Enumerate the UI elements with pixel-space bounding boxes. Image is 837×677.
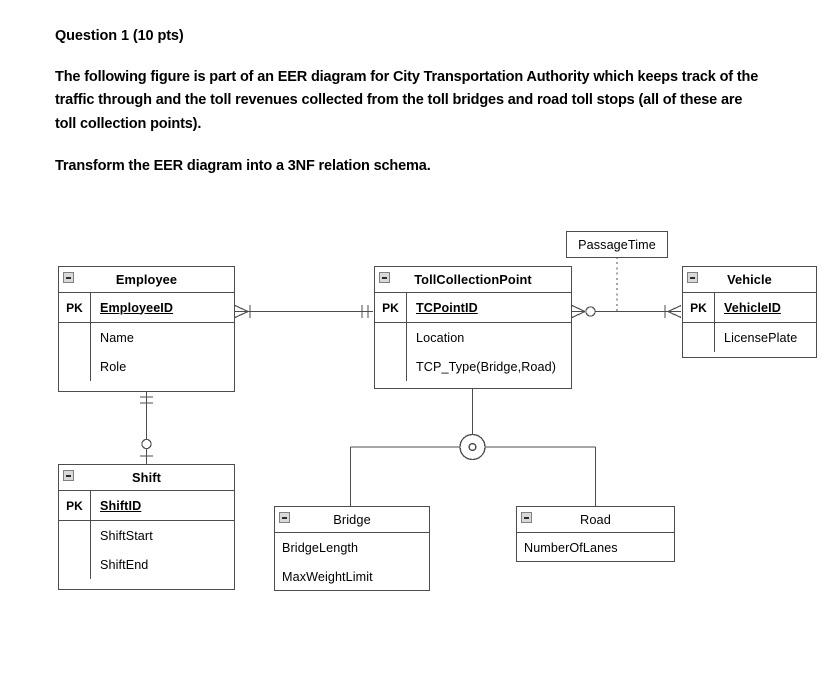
bridge-header: Bridge — [275, 507, 429, 533]
bridge-attribute: BridgeLength — [282, 540, 359, 555]
tollcollectionpoint-attribute: Location — [416, 330, 465, 345]
shift-attr-gutter — [59, 521, 91, 579]
cardinality-shift-zero-or-one — [140, 438, 153, 457]
employee-attribute: Role — [100, 359, 127, 374]
road-header: Road — [517, 507, 674, 533]
tollcollectionpoint-attribute: TCP_Type(Bridge,Road) — [416, 359, 556, 374]
shift-pk-attribute: ShiftID — [100, 498, 142, 513]
vehicle-attribute: LicensePlate — [724, 330, 798, 345]
employee-pk-attribute: EmployeeID — [100, 300, 174, 315]
crowfoot-tcp-zero-or-many — [571, 304, 596, 319]
shift-pk-row: PK ShiftID — [59, 491, 234, 521]
tollcollectionpoint-pk-attribute: TCPointID — [416, 300, 478, 315]
collapse-icon[interactable] — [687, 272, 698, 283]
collapse-icon[interactable] — [521, 512, 532, 523]
cardinality-tcp-one-and-only-one — [361, 305, 369, 318]
shift-attributes: ShiftStart ShiftEnd — [59, 521, 234, 579]
employee-pk-label: PK — [59, 293, 91, 322]
cardinality-employee-one-and-only-one — [140, 396, 153, 404]
tollcollectionpoint-attributes: Location TCP_Type(Bridge,Road) — [375, 323, 571, 381]
collapse-icon[interactable] — [63, 470, 74, 481]
vehicle-pk-row: PK VehicleID — [683, 293, 816, 323]
question-paragraph-2: Transform the EER diagram into a 3NF rel… — [55, 158, 431, 175]
bridge-attributes: BridgeLength MaxWeightLimit — [275, 533, 429, 591]
collapse-icon[interactable] — [63, 272, 74, 283]
bridge-title: Bridge — [333, 512, 371, 527]
bridge-attribute: MaxWeightLimit — [282, 569, 373, 584]
entity-employee[interactable]: Employee PK EmployeeID Name Role — [58, 266, 235, 392]
employee-attributes: Name Role — [59, 323, 234, 381]
entity-tollcollectionpoint[interactable]: TollCollectionPoint PK TCPointID Locatio… — [374, 266, 572, 389]
tollcollectionpoint-attr-gutter — [375, 323, 407, 381]
shift-attribute: ShiftStart — [100, 528, 153, 543]
employee-attr-gutter — [59, 323, 91, 381]
entity-bridge[interactable]: Bridge BridgeLength MaxWeightLimit — [274, 506, 430, 591]
employee-attribute: Name — [100, 330, 134, 345]
crowfoot-vehicle-one-or-many — [664, 304, 682, 319]
vehicle-attributes: LicensePlate — [683, 323, 816, 352]
road-title: Road — [580, 512, 611, 527]
vehicle-pk-attribute: VehicleID — [724, 300, 781, 315]
road-attribute: NumberOfLanes — [524, 540, 618, 555]
passagetime-label: PassageTime — [578, 237, 656, 252]
shift-attribute: ShiftEnd — [100, 557, 149, 572]
entity-vehicle[interactable]: Vehicle PK VehicleID LicensePlate — [682, 266, 817, 358]
question-title: Question 1 (10 pts) — [55, 28, 184, 44]
entity-road[interactable]: Road NumberOfLanes — [516, 506, 675, 562]
vehicle-pk-label: PK — [683, 293, 715, 322]
passagetime-attribute-box[interactable]: PassageTime — [566, 231, 668, 258]
vehicle-header: Vehicle — [683, 267, 816, 293]
tollcollectionpoint-pk-row: PK TCPointID — [375, 293, 571, 323]
collapse-icon[interactable] — [379, 272, 390, 283]
road-attributes: NumberOfLanes — [517, 533, 674, 562]
employee-title: Employee — [115, 272, 178, 287]
question-block: Question 1 (10 pts) The following figure… — [55, 26, 767, 179]
employee-header: Employee — [59, 267, 234, 293]
tollcollectionpoint-pk-label: PK — [375, 293, 407, 322]
collapse-icon[interactable] — [279, 512, 290, 523]
entity-shift[interactable]: Shift PK ShiftID ShiftStart ShiftEnd — [58, 464, 235, 590]
tollcollectionpoint-title: TollCollectionPoint — [414, 272, 532, 287]
shift-header: Shift — [59, 465, 234, 491]
vehicle-attr-gutter — [683, 323, 715, 352]
shift-pk-label: PK — [59, 491, 91, 520]
question-paragraph-1: The following figure is part of an EER d… — [55, 68, 759, 132]
employee-pk-row: PK EmployeeID — [59, 293, 234, 323]
vehicle-title: Vehicle — [727, 272, 772, 287]
specialization-inner-circle — [468, 442, 477, 452]
shift-title: Shift — [132, 470, 161, 485]
tollcollectionpoint-header: TollCollectionPoint — [375, 267, 571, 293]
crowfoot-employee-many — [234, 304, 251, 319]
